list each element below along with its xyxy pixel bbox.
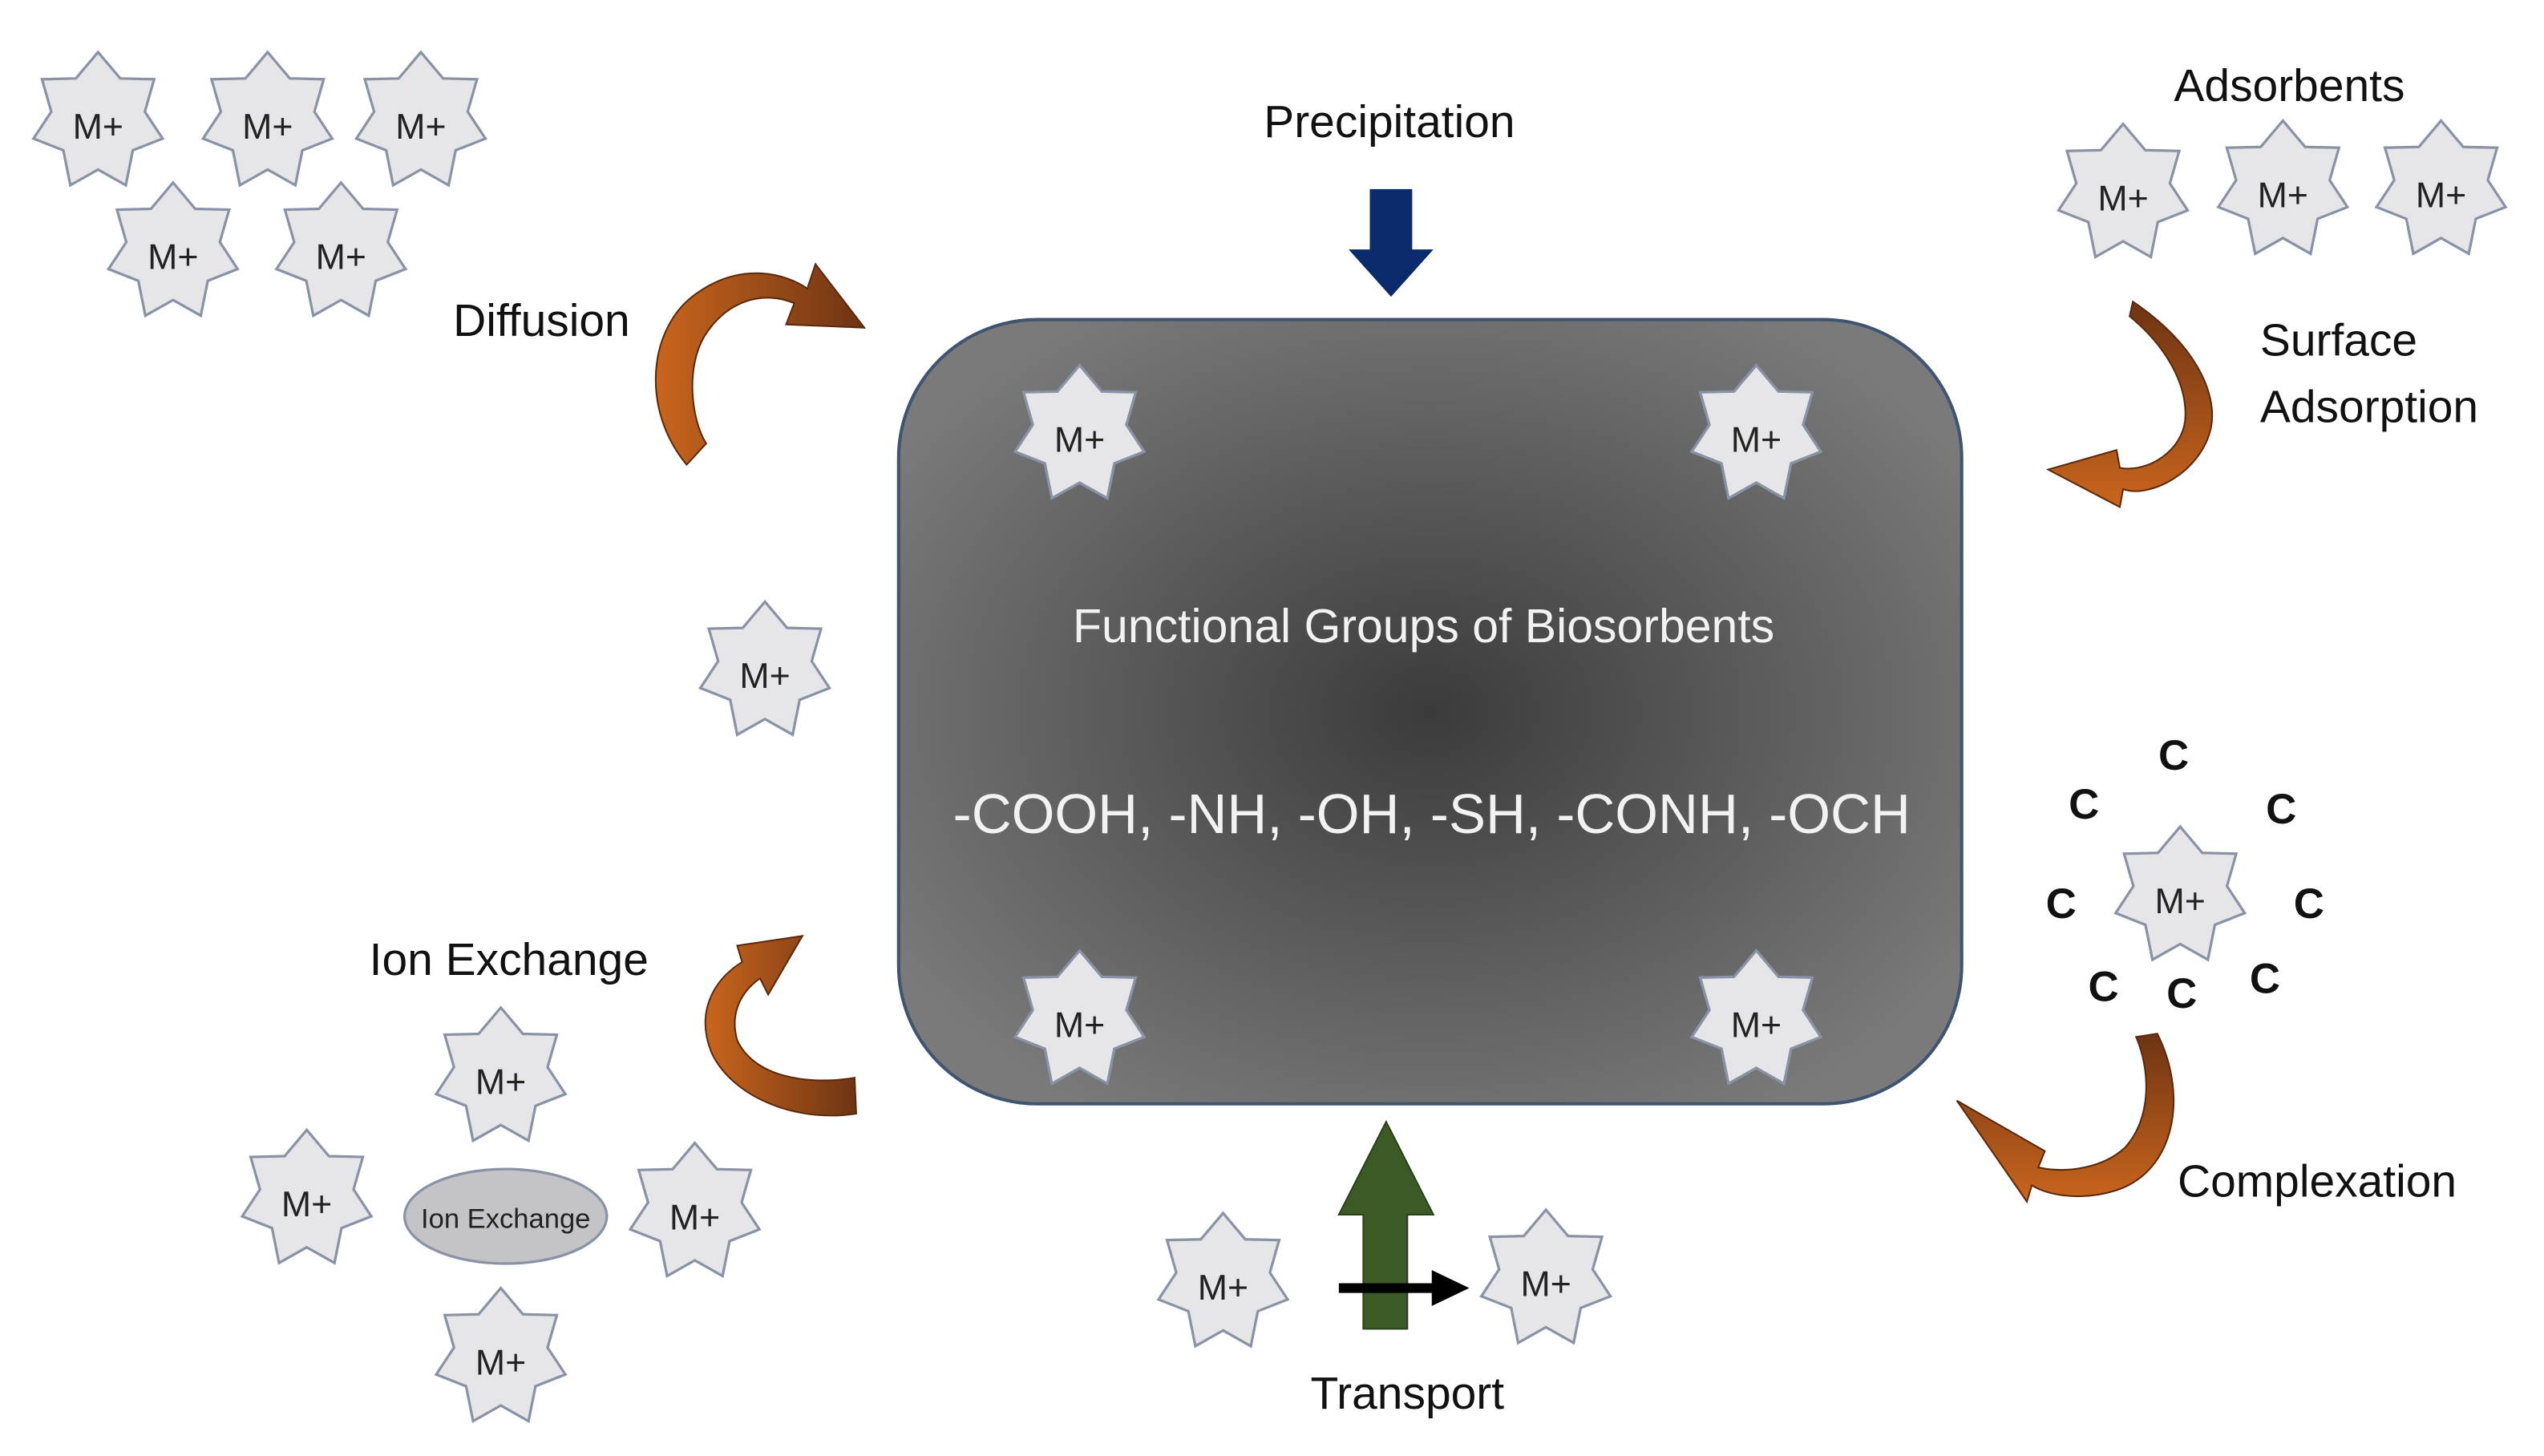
svg-text:M+: M+: [669, 1198, 720, 1237]
precipitation-label: Precipitation: [1264, 96, 1515, 148]
ion-star: M+: [435, 1006, 567, 1143]
ligand-label: C: [2250, 955, 2280, 1002]
ion-exchange-arrow: [704, 934, 857, 1117]
precipitation-arrow: [1349, 188, 1434, 297]
svg-text:M+: M+: [2155, 882, 2206, 921]
ion-star: M+: [1690, 363, 1822, 500]
complexation-label: Complexation: [2178, 1156, 2457, 1207]
ligand-label: C: [2046, 880, 2077, 928]
ion-star: M+: [2057, 122, 2190, 259]
ligand-label: C: [2266, 786, 2296, 833]
svg-text:M+: M+: [1054, 420, 1105, 459]
svg-text:M+: M+: [739, 657, 790, 696]
biosorbent-box: [896, 317, 1964, 1106]
ligand-label: C: [2158, 732, 2189, 779]
svg-text:M+: M+: [242, 107, 293, 147]
ion-star: M+: [32, 51, 164, 187]
ion-star: M+: [2114, 825, 2247, 961]
ligand-label: C: [2294, 880, 2324, 928]
diffusion-label: Diffusion: [453, 295, 630, 346]
transport-arrow: [1337, 1119, 1435, 1330]
ligand-label: C: [2069, 781, 2099, 828]
surface-adsorption-label-line2: Adsorption: [2260, 382, 2478, 433]
surface-adsorption-label-line1: Surface: [2260, 314, 2417, 366]
functional-groups-list: -COOH, -NH, -OH, -SH, -CONH, -OCH: [953, 783, 1911, 845]
ion-star: M+: [1013, 363, 1146, 500]
adsorbents-label: Adsorbents: [2174, 60, 2404, 111]
ion-star: M+: [1690, 948, 1822, 1086]
ligand-label: C: [2166, 970, 2197, 1017]
svg-text:M+: M+: [281, 1185, 332, 1224]
ion-exchange-label: Ion Exchange: [370, 934, 649, 985]
svg-text:M+: M+: [1054, 1005, 1105, 1045]
svg-text:M+: M+: [475, 1343, 526, 1382]
ion-star: M+: [435, 1286, 567, 1423]
complexation-arrow: [1956, 1033, 2175, 1204]
ion-star: M+: [1013, 948, 1146, 1086]
diffusion-arrow: [654, 262, 867, 467]
transfer-arrow-head: [1431, 1270, 1470, 1306]
svg-text:M+: M+: [395, 107, 446, 147]
svg-text:M+: M+: [1520, 1265, 1571, 1304]
ion-star: M+: [201, 51, 334, 187]
ion-star: M+: [629, 1141, 761, 1278]
ion-star: M+: [1157, 1211, 1289, 1348]
box-title: Functional Groups of Biosorbents: [1073, 601, 1774, 653]
svg-text:M+: M+: [73, 107, 123, 147]
ion-star: M+: [354, 51, 487, 187]
svg-text:M+: M+: [1731, 1005, 1782, 1045]
svg-text:M+: M+: [148, 238, 198, 277]
svg-text:M+: M+: [2416, 176, 2466, 215]
transport-label: Transport: [1311, 1368, 1505, 1419]
svg-text:M+: M+: [1198, 1268, 1248, 1308]
svg-text:M+: M+: [475, 1063, 526, 1102]
svg-text:M+: M+: [2097, 179, 2148, 218]
surface-adsorption-arrow: [2045, 300, 2214, 508]
ion-star: M+: [1479, 1208, 1612, 1345]
ion-exchange-center-label: Ion Exchange: [421, 1203, 590, 1234]
svg-text:M+: M+: [316, 238, 366, 277]
ion-star: M+: [2375, 119, 2507, 256]
ion-star: M+: [107, 181, 240, 317]
ion-exchange-resin: [403, 1167, 609, 1265]
ion-star: M+: [275, 181, 407, 317]
svg-text:M+: M+: [2258, 176, 2308, 215]
ion-star: M+: [2217, 119, 2349, 256]
ion-star: M+: [241, 1128, 373, 1264]
ligand-label: C: [2089, 964, 2119, 1011]
svg-text:M+: M+: [1731, 420, 1782, 459]
ion-star: M+: [698, 600, 831, 736]
ligand-group: C C C C C C C C: [2046, 732, 2324, 1017]
